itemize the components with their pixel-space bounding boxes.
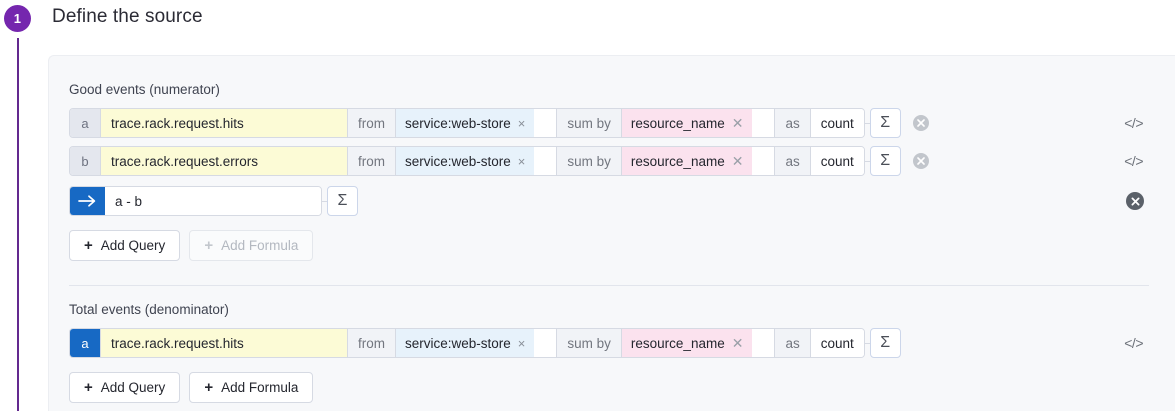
table-row: a trace.rack.request.hits from service:w… bbox=[69, 108, 1175, 138]
denominator-query-row-a[interactable]: a trace.rack.request.hits from service:w… bbox=[69, 328, 865, 358]
from-tag-container-denominator-a[interactable]: service:web-store × bbox=[396, 329, 558, 357]
remove-groupby-tag-icon[interactable]: ✕ bbox=[731, 335, 744, 351]
add-formula-button-numerator[interactable]: + Add Formula bbox=[189, 230, 314, 261]
remove-filter-tag-icon[interactable]: × bbox=[517, 115, 526, 131]
delete-query-button-b[interactable] bbox=[912, 153, 929, 169]
groupby-tag-label-b: resource_name bbox=[630, 153, 725, 169]
sum-by-label-b: sum by bbox=[557, 147, 622, 175]
step-rail-line bbox=[17, 38, 19, 411]
source-definition-panel: Good events (numerator) a trace.rack.req… bbox=[48, 55, 1175, 411]
add-query-label: Add Query bbox=[100, 380, 166, 395]
row-connector bbox=[864, 122, 870, 124]
arrow-right-icon bbox=[78, 195, 96, 207]
formula-input-container[interactable]: a - b bbox=[69, 186, 322, 216]
plus-icon: + bbox=[84, 237, 93, 254]
from-tag-container-a[interactable]: service:web-store × bbox=[396, 109, 558, 137]
as-label-b: as bbox=[775, 147, 811, 175]
add-formula-label: Add Formula bbox=[221, 380, 299, 395]
remove-groupby-tag-icon[interactable]: ✕ bbox=[731, 115, 744, 131]
add-query-button-numerator[interactable]: + Add Query bbox=[69, 230, 181, 261]
sigma-button-a[interactable]: Σ bbox=[869, 108, 901, 138]
filter-tag-a[interactable]: service:web-store × bbox=[396, 109, 535, 137]
denominator-add-buttons: + Add Query + Add Formula bbox=[69, 372, 1175, 407]
section-divider bbox=[69, 285, 1149, 286]
numerator-add-buttons: + Add Query + Add Formula bbox=[69, 230, 1175, 265]
add-formula-button-denominator[interactable]: + Add Formula bbox=[189, 372, 314, 403]
groupby-tag-b[interactable]: resource_name ✕ bbox=[621, 147, 753, 175]
groupby-tag-container-denominator-a[interactable]: resource_name ✕ bbox=[621, 329, 776, 357]
filter-tag-label-denominator-a: service:web-store bbox=[405, 335, 511, 351]
step-number-badge: 1 bbox=[4, 5, 31, 32]
groupby-tag-container-a[interactable]: resource_name ✕ bbox=[621, 109, 776, 137]
query-badge-denominator-a[interactable]: a bbox=[70, 329, 101, 357]
formula-arrow-button[interactable] bbox=[70, 187, 105, 215]
filter-tag-label-a: service:web-store bbox=[405, 115, 511, 131]
sigma-button-denominator-a[interactable]: Σ bbox=[869, 328, 901, 358]
plus-icon: + bbox=[204, 379, 214, 396]
as-label-a: as bbox=[775, 109, 811, 137]
groupby-tag-label-denominator-a: resource_name bbox=[630, 335, 725, 351]
metric-input-denominator-a[interactable]: trace.rack.request.hits bbox=[101, 329, 348, 357]
formula-sigma-button[interactable]: Σ bbox=[327, 186, 358, 216]
query-badge-a[interactable]: a bbox=[70, 109, 101, 137]
add-query-button-denominator[interactable]: + Add Query bbox=[69, 372, 181, 403]
aggregation-value-a[interactable]: count bbox=[810, 109, 864, 137]
code-view-icon-b[interactable]: </> bbox=[1124, 153, 1143, 169]
denominator-section: Total events (denominator) a trace.rack.… bbox=[49, 286, 1175, 407]
close-icon bbox=[916, 119, 925, 127]
add-query-label: Add Query bbox=[100, 238, 166, 253]
metric-input-a[interactable]: trace.rack.request.hits bbox=[101, 109, 348, 137]
delete-query-button-a[interactable] bbox=[912, 115, 929, 131]
numerator-section: Good events (numerator) a trace.rack.req… bbox=[49, 56, 1175, 265]
aggregation-value-b[interactable]: count bbox=[810, 147, 864, 175]
table-row: a trace.rack.request.hits from service:w… bbox=[69, 328, 1175, 358]
query-badge-b[interactable]: b bbox=[70, 147, 101, 175]
row-connector bbox=[864, 342, 870, 344]
filter-tag-b[interactable]: service:web-store × bbox=[396, 147, 535, 175]
table-row: b trace.rack.request.errors from service… bbox=[69, 146, 1175, 176]
metric-input-b[interactable]: trace.rack.request.errors bbox=[101, 147, 348, 175]
groupby-tag-label-a: resource_name bbox=[630, 115, 725, 131]
row-connector bbox=[322, 200, 327, 202]
remove-filter-tag-icon[interactable]: × bbox=[517, 335, 526, 351]
sum-by-label-denominator-a: sum by bbox=[557, 329, 622, 357]
sigma-button-b[interactable]: Σ bbox=[869, 146, 901, 176]
delete-formula-button[interactable] bbox=[1126, 192, 1144, 210]
aggregation-value-denominator-a[interactable]: count bbox=[810, 329, 864, 357]
row-connector bbox=[864, 160, 870, 162]
query-row-a[interactable]: a trace.rack.request.hits from service:w… bbox=[69, 108, 865, 138]
sum-by-label-a: sum by bbox=[557, 109, 622, 137]
groupby-tag-a[interactable]: resource_name ✕ bbox=[621, 109, 753, 137]
from-label-b: from bbox=[348, 147, 396, 175]
formula-row: a - b Σ bbox=[69, 186, 1175, 216]
filter-tag-denominator-a[interactable]: service:web-store × bbox=[396, 329, 535, 357]
close-icon bbox=[1131, 197, 1139, 205]
filter-tag-label-b: service:web-store bbox=[405, 153, 511, 169]
groupby-tag-container-b[interactable]: resource_name ✕ bbox=[621, 147, 776, 175]
code-view-icon-a[interactable]: </> bbox=[1124, 115, 1143, 131]
remove-filter-tag-icon[interactable]: × bbox=[517, 153, 526, 169]
from-tag-container-b[interactable]: service:web-store × bbox=[396, 147, 558, 175]
remove-groupby-tag-icon[interactable]: ✕ bbox=[731, 153, 744, 169]
code-view-icon-denominator-a[interactable]: </> bbox=[1124, 335, 1143, 351]
as-label-denominator-a: as bbox=[775, 329, 811, 357]
formula-expression-input[interactable]: a - b bbox=[105, 187, 321, 215]
query-row-b[interactable]: b trace.rack.request.errors from service… bbox=[69, 146, 865, 176]
denominator-label: Total events (denominator) bbox=[69, 302, 229, 317]
add-formula-label: Add Formula bbox=[221, 238, 299, 253]
groupby-tag-denominator-a[interactable]: resource_name ✕ bbox=[621, 329, 753, 357]
from-label-denominator-a: from bbox=[348, 329, 396, 357]
page-title: Define the source bbox=[52, 6, 203, 27]
numerator-label: Good events (numerator) bbox=[69, 82, 220, 97]
from-label-a: from bbox=[348, 109, 396, 137]
plus-icon: + bbox=[204, 237, 214, 254]
plus-icon: + bbox=[84, 379, 93, 396]
close-icon bbox=[916, 157, 925, 165]
